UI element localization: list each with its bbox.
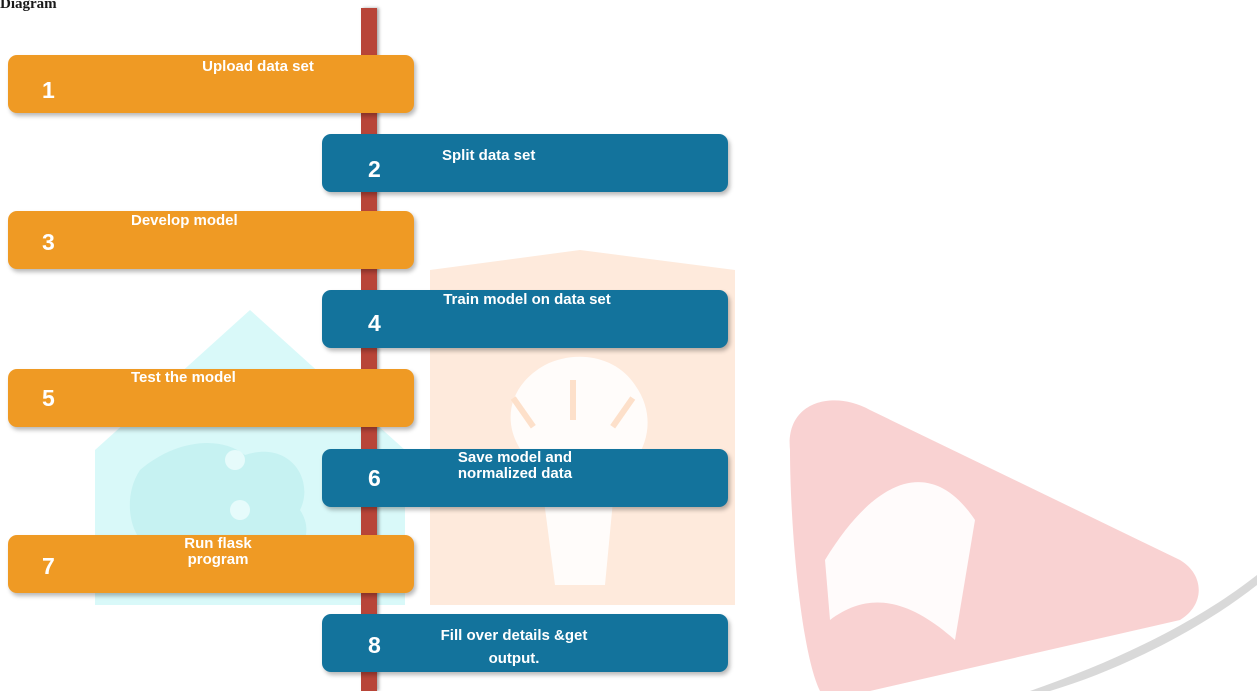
step-3-box: 3 Develop model: [8, 211, 414, 269]
step-5-box: 5 Test the model: [8, 369, 414, 427]
page-heading: Diagram: [0, 0, 57, 12]
step-number: 3: [42, 229, 55, 255]
step-label: Upload data set: [202, 58, 314, 75]
step-number: 5: [42, 385, 55, 411]
step-number: 8: [368, 632, 381, 658]
play-book-logo-icon: [789, 400, 1257, 691]
step-4-box: 4 Train model on data set: [322, 290, 728, 348]
step-label: Save model and normalized data: [457, 449, 573, 482]
step-2-box: 2 Split data set: [322, 134, 728, 192]
step-label: Split data set: [442, 147, 536, 164]
step-number: 1: [42, 77, 55, 103]
step-number: 6: [368, 465, 381, 491]
step-1-box: 1 Upload data set: [8, 55, 414, 113]
step-number: 7: [42, 553, 55, 579]
step-label: Train model on data set: [443, 291, 611, 308]
step-8-box: 8 Fill over details &get output.: [322, 614, 728, 672]
step-label: Test the model: [131, 369, 236, 386]
step-number: 2: [368, 156, 381, 182]
step-label: Fill over details &get output.: [440, 627, 588, 667]
step-6-box: 6 Save model and normalized data: [322, 449, 728, 507]
step-number: 4: [368, 310, 381, 336]
step-7-box: 7 Run flask program: [8, 535, 414, 593]
step-label: Develop model: [131, 212, 238, 229]
step-label: Run flask program: [184, 535, 252, 568]
